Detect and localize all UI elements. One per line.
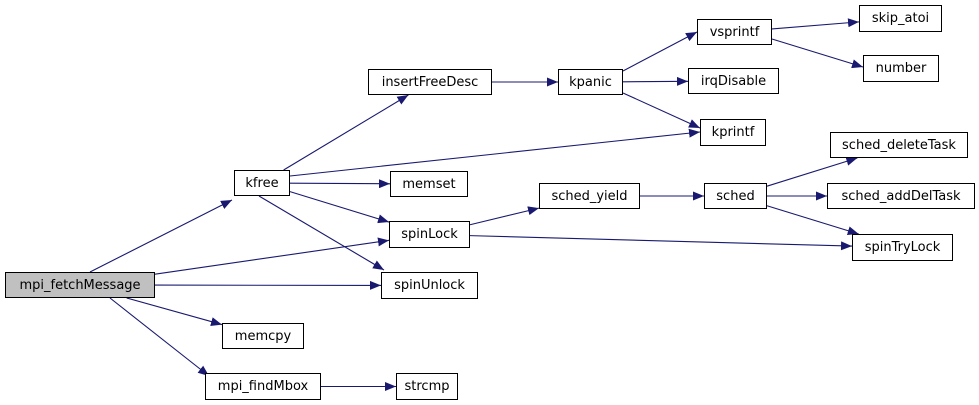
node-strcmp[interactable]: strcmp [396, 373, 458, 400]
edge-mpi_fetchMessage-to-spinLock [154, 237, 390, 275]
node-sched_addDelTask[interactable]: sched_addDelTask [827, 183, 975, 209]
edge-spinLock-to-sched_yield [469, 206, 540, 226]
node-mpi_findMbox[interactable]: mpi_findMbox [205, 373, 321, 400]
edge-vsprintf-to-skip_atoi [771, 18, 860, 30]
edge-kfree-to-spinLock [289, 191, 390, 224]
node-memcpy[interactable]: memcpy [222, 323, 304, 349]
node-spinUnlock[interactable]: spinUnlock [381, 272, 478, 299]
edge-mpi_fetchMessage-to-mpi_findMbox [109, 297, 210, 377]
node-kfree[interactable]: kfree [234, 170, 290, 196]
edge-kpanic-to-vsprintf [622, 31, 698, 72]
edge-vsprintf-to-number [771, 38, 864, 69]
edge-spinLock-to-spinTryLock [469, 235, 853, 251]
edge-mpi_fetchMessage-to-memcpy [126, 297, 223, 326]
node-irqDisable[interactable]: irqDisable [688, 68, 779, 94]
node-insertFreeDesc[interactable]: insertFreeDesc [368, 69, 492, 95]
node-kpanic[interactable]: kpanic [558, 69, 623, 95]
edge-kfree-to-spinUnlock [258, 195, 385, 271]
node-number[interactable]: number [863, 55, 939, 82]
node-mpi_fetchMessage[interactable]: mpi_fetchMessage [5, 272, 155, 298]
node-vsprintf[interactable]: vsprintf [697, 19, 772, 45]
node-sched_deleteTask[interactable]: sched_deleteTask [830, 132, 968, 158]
edge-sched-to-spinTryLock [766, 205, 859, 236]
node-skip_atoi[interactable]: skip_atoi [859, 5, 942, 32]
edge-mpi_fetchMessage-to-kfree [89, 199, 233, 273]
edge-sched-to-sched_deleteTask [766, 156, 858, 187]
node-sched[interactable]: sched [704, 183, 767, 209]
node-memset[interactable]: memset [390, 171, 468, 197]
edge-kfree-to-insertFreeDesc [283, 94, 409, 171]
node-spinTryLock[interactable]: spinTryLock [852, 234, 953, 261]
edge-kfree-to-kprintf [289, 128, 701, 177]
node-spinLock[interactable]: spinLock [389, 221, 470, 248]
node-sched_yield[interactable]: sched_yield [539, 183, 640, 209]
edge-kpanic-to-kprintf [622, 92, 701, 129]
node-kprintf[interactable]: kprintf [700, 119, 766, 146]
edge-kfree-to-memset [289, 179, 391, 189]
